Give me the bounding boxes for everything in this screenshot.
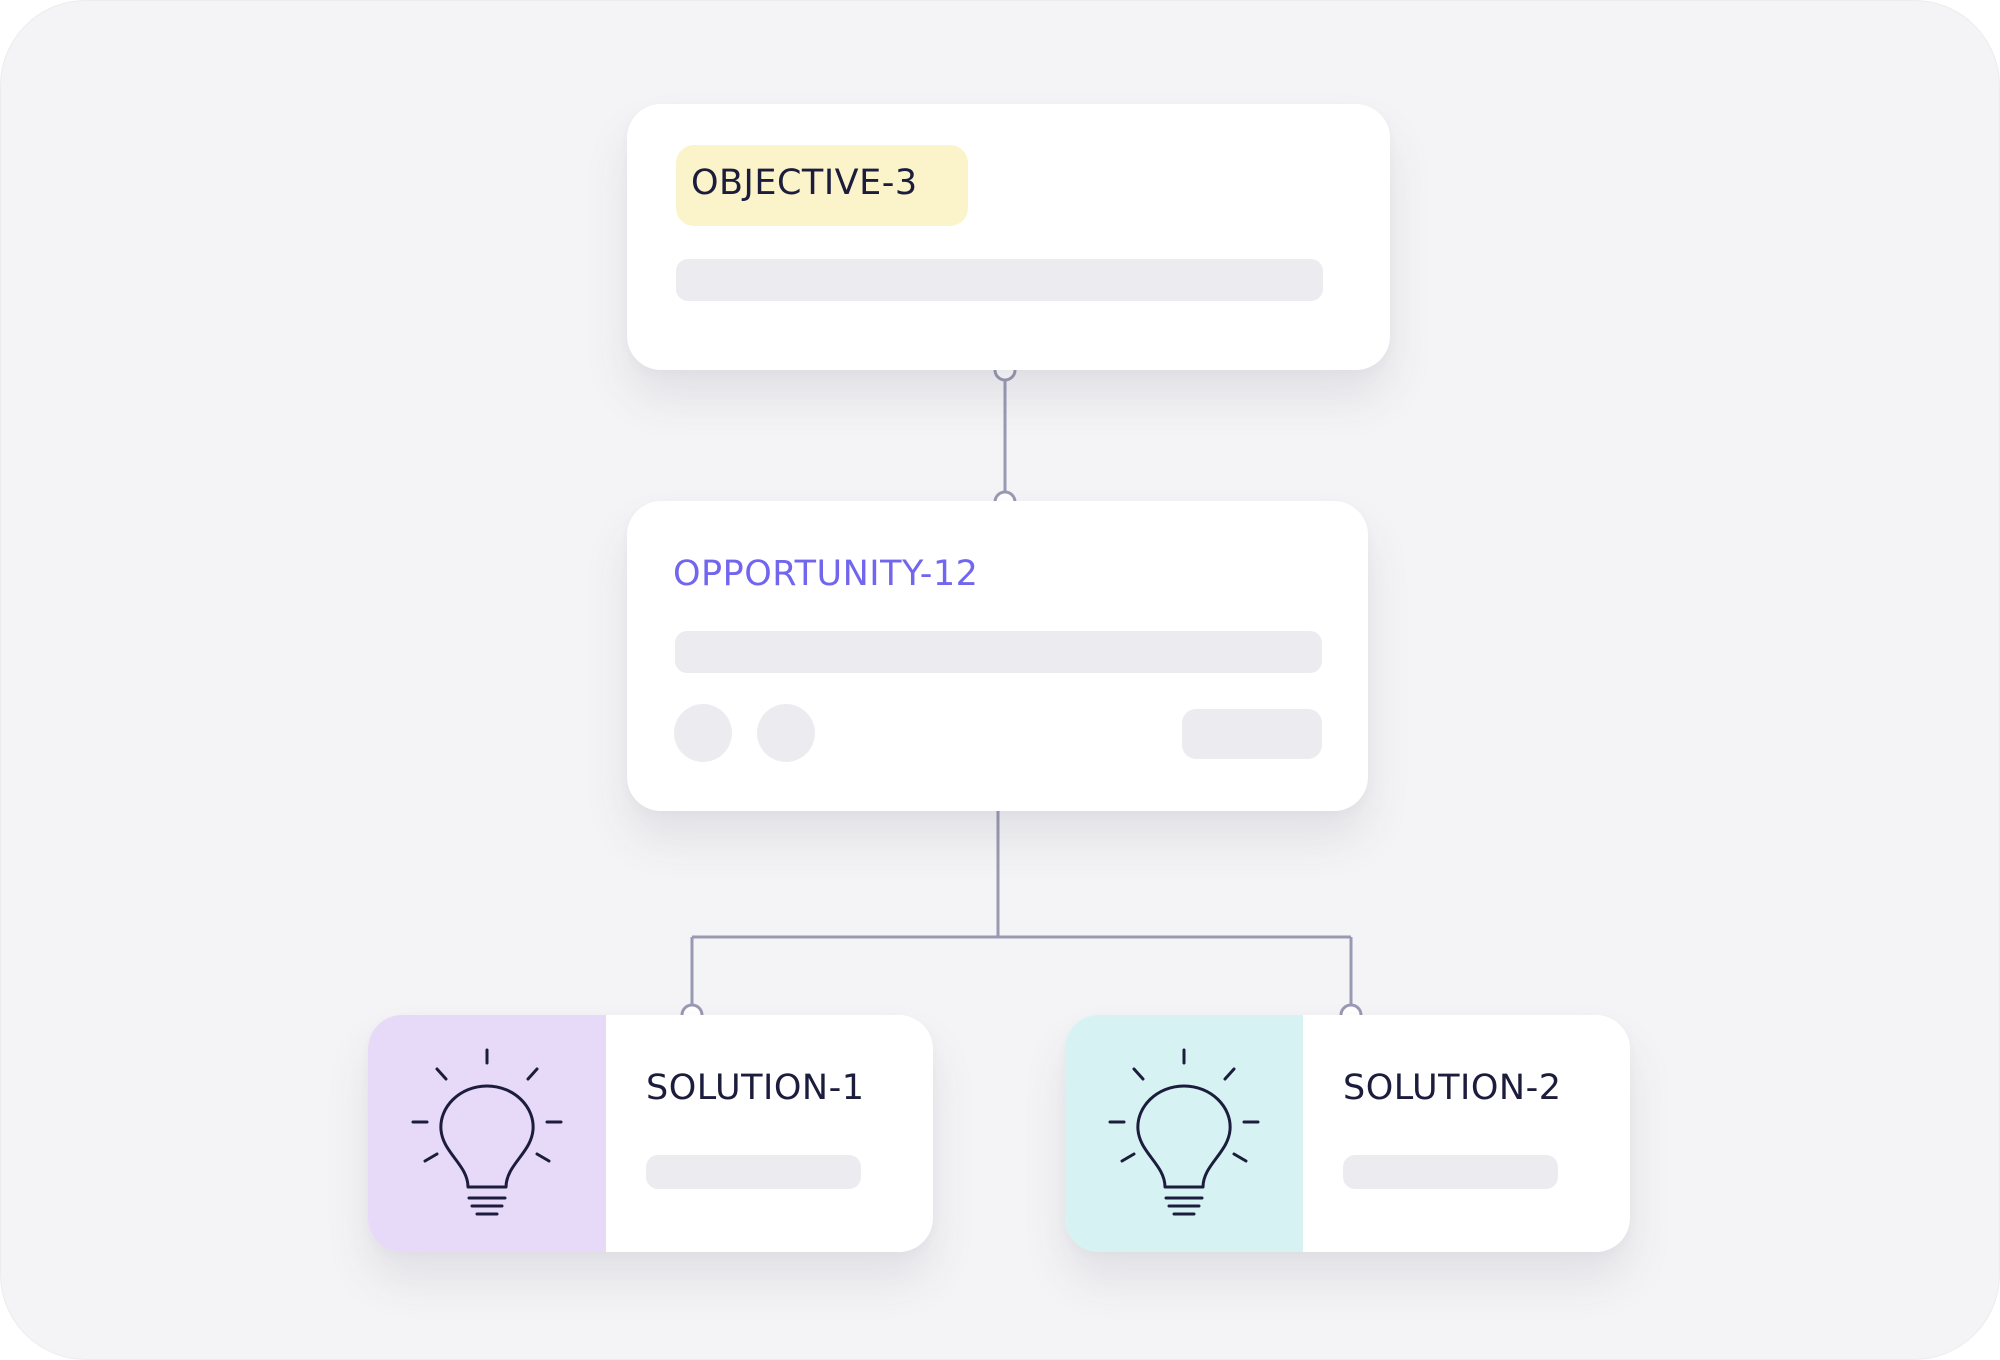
opportunity-label: OPPORTUNITY-12 bbox=[673, 554, 979, 594]
solution-1-icon-panel bbox=[368, 1015, 606, 1252]
solution-card-2[interactable]: SOLUTION-2 bbox=[1065, 1015, 1630, 1252]
objective-card[interactable]: OBJECTIVE-3 bbox=[627, 104, 1390, 370]
avatar-placeholder bbox=[674, 704, 732, 762]
avatar-placeholder bbox=[757, 704, 815, 762]
connector-opportunity-solutions bbox=[690, 811, 1353, 1005]
lightbulb-icon bbox=[411, 1048, 563, 1216]
solution-card-1[interactable]: SOLUTION-1 bbox=[368, 1015, 933, 1252]
solution-1-placeholder-bar bbox=[646, 1155, 861, 1189]
opportunity-placeholder-bar bbox=[675, 631, 1322, 673]
objective-tag: OBJECTIVE-3 bbox=[676, 145, 968, 226]
solution-1-label: SOLUTION-1 bbox=[646, 1068, 865, 1108]
solution-2-placeholder-bar bbox=[1343, 1155, 1558, 1189]
objective-label: OBJECTIVE-3 bbox=[691, 163, 918, 203]
opportunity-placeholder-pill bbox=[1182, 709, 1322, 759]
solution-2-label: SOLUTION-2 bbox=[1343, 1068, 1562, 1108]
objective-placeholder-bar bbox=[676, 259, 1323, 301]
opportunity-card[interactable]: OPPORTUNITY-12 bbox=[627, 501, 1368, 811]
lightbulb-icon bbox=[1108, 1048, 1260, 1216]
solution-2-icon-panel bbox=[1065, 1015, 1303, 1252]
